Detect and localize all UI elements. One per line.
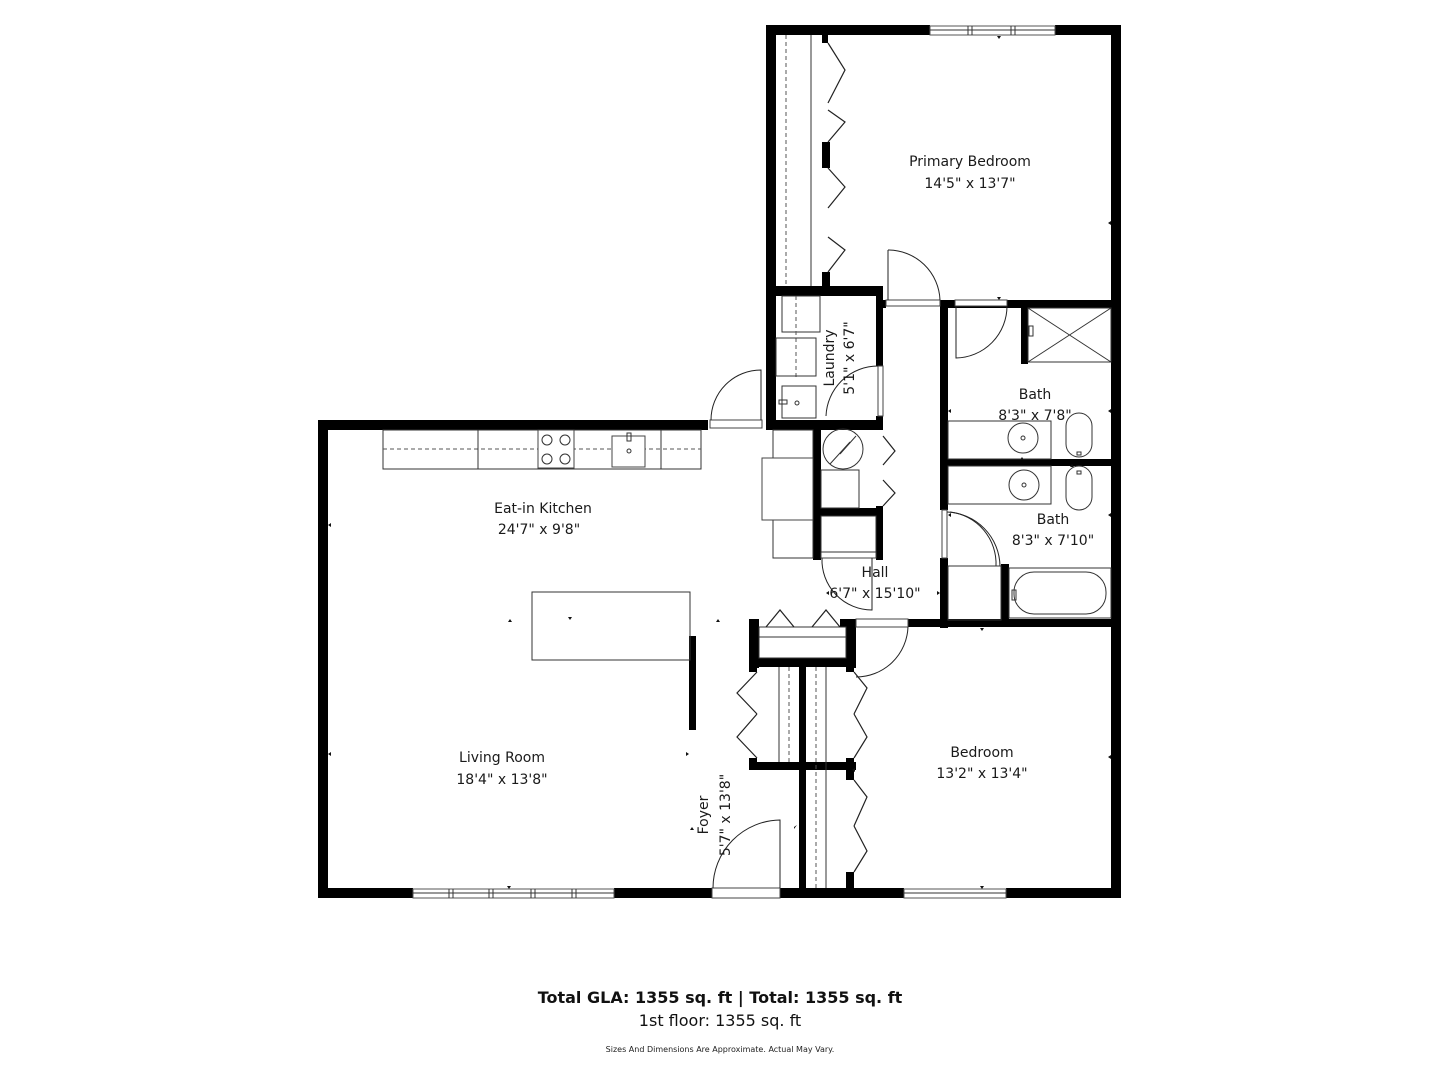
bathtub-icon (1008, 567, 1112, 619)
room-eat-in-kitchen: Eat-in Kitchen 24'7" x 9'8" (494, 501, 592, 538)
room-dimensions: 8'3" x 7'10" (1012, 533, 1094, 549)
room-hall: Hall 6'7" x 15'10" (829, 565, 920, 602)
room-name: Eat-in Kitchen (494, 501, 592, 517)
room-dimensions: 13'2" x 13'4" (936, 766, 1027, 782)
closets (736, 35, 896, 888)
room-name: Living Room (459, 750, 545, 766)
room-name: Foyer (696, 795, 712, 834)
room-dimensions: 14'5" x 13'7" (924, 176, 1015, 192)
walls (318, 25, 1121, 898)
room-primary-bedroom: Primary Bedroom 14'5" x 13'7" (909, 154, 1031, 192)
room-dimensions: 6'7" x 15'10" (829, 586, 920, 602)
room-bath-2: Bath 8'3" x 7'10" (1012, 512, 1094, 549)
doors (709, 249, 1008, 899)
toilet-icon (1065, 465, 1093, 511)
room-dimensions: 24'7" x 9'8" (498, 522, 580, 538)
room-name: Bedroom (950, 745, 1013, 761)
windows (412, 25, 1056, 899)
room-labels: Primary Bedroom 14'5" x 13'7" Laundry 5'… (456, 154, 1094, 856)
room-name: Bath (1019, 387, 1052, 403)
floor-area: 1st floor: 1355 sq. ft (638, 1011, 802, 1030)
shower-icon (1027, 307, 1112, 363)
room-bath-1: Bath 8'3" x 7'8" (998, 387, 1071, 424)
room-name: Hall (862, 565, 889, 581)
room-dimensions: 8'3" x 7'8" (998, 408, 1071, 424)
sink-icon (611, 432, 646, 468)
sink-icon (778, 385, 817, 419)
room-laundry: Laundry 5'1" x 6'7" (822, 321, 858, 394)
room-name: Primary Bedroom (909, 154, 1031, 170)
room-dimensions: 5'1" x 6'7" (842, 321, 858, 394)
fixtures (382, 295, 1112, 661)
dimension-markers (328, 36, 1111, 889)
stove-icon (537, 429, 575, 469)
disclaimer: Sizes And Dimensions Are Approximate. Ac… (605, 1045, 835, 1054)
sink-icon (1007, 422, 1039, 454)
room-dimensions: 18'4" x 13'8" (456, 772, 547, 788)
water-heater-icon (820, 428, 864, 509)
room-bedroom: Bedroom 13'2" x 13'4" (936, 745, 1027, 782)
total-area: Total GLA: 1355 sq. ft | Total: 1355 sq.… (537, 988, 903, 1007)
room-dimensions: 5'7" x 13'8" (718, 774, 734, 856)
room-foyer: Foyer 5'7" x 13'8" (696, 774, 734, 856)
room-name: Bath (1037, 512, 1070, 528)
toilet-icon (1065, 412, 1093, 458)
room-living-room: Living Room 18'4" x 13'8" (456, 750, 547, 788)
room-name: Laundry (822, 329, 838, 386)
sink-icon (1008, 469, 1040, 501)
